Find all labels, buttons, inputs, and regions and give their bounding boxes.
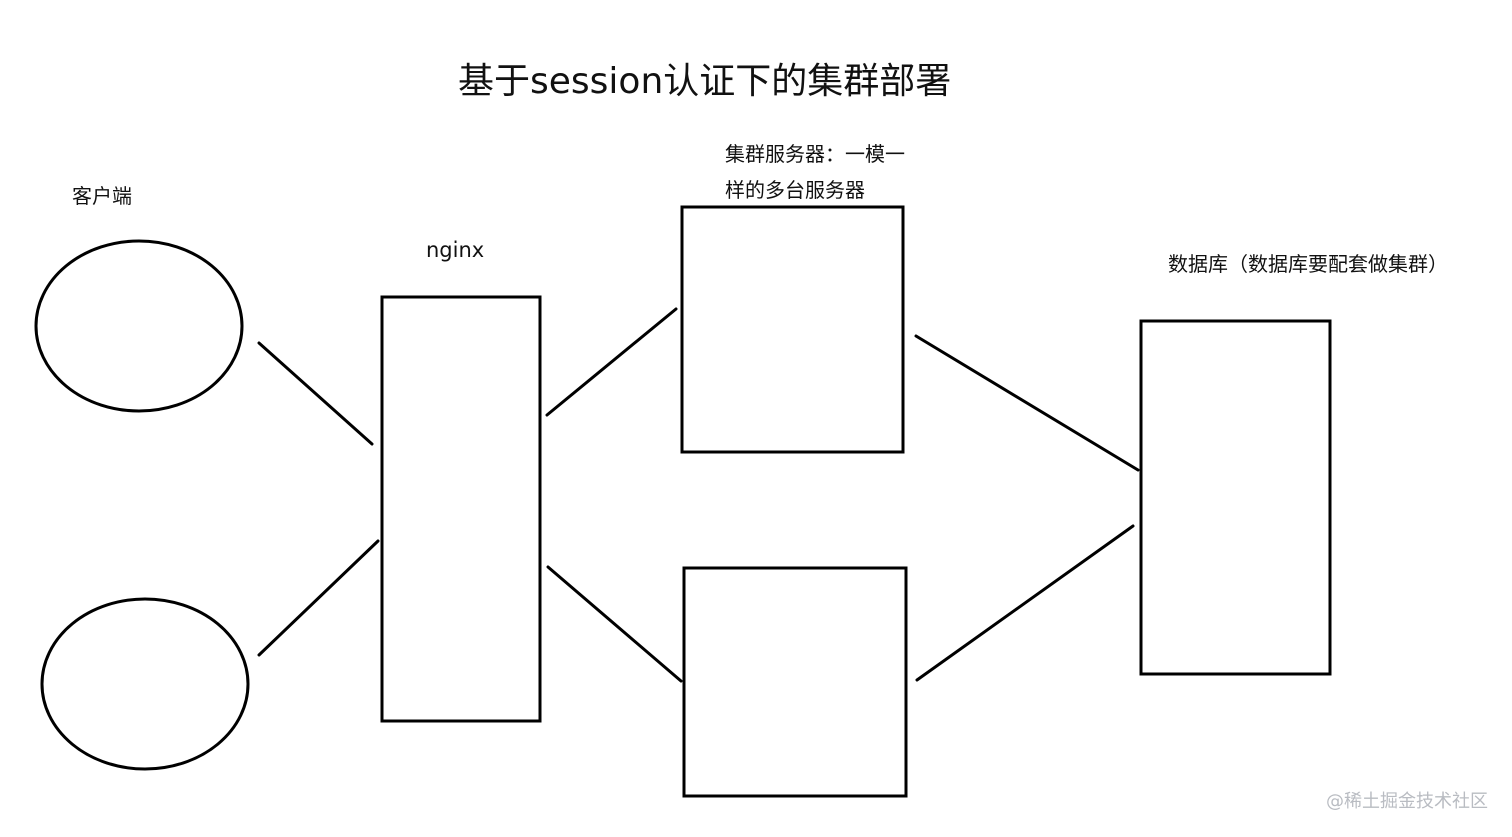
- connector-server1-database: [914, 334, 1140, 472]
- cluster-server-label-line-1: 集群服务器：一模一: [725, 142, 905, 166]
- connector-nginx-server1: [545, 307, 678, 417]
- server-node-2: [682, 566, 908, 798]
- connector-server2-database: [915, 524, 1135, 682]
- nginx-node: [380, 295, 542, 723]
- cluster-server-label: 集群服务器：一模一 样的多台服务器: [725, 136, 905, 208]
- client-node-2: [40, 597, 250, 771]
- diagram-title: 基于session认证下的集群部署: [458, 61, 952, 102]
- database-label: 数据库（数据库要配套做集群）: [1168, 252, 1448, 276]
- client-node-1: [34, 239, 244, 413]
- cluster-server-label-line-2: 样的多台服务器: [725, 178, 865, 202]
- server-node-1: [680, 205, 905, 454]
- connector-client1-nginx: [257, 341, 374, 446]
- nginx-label: nginx: [426, 238, 485, 262]
- client-label: 客户端: [72, 184, 132, 208]
- database-node: [1139, 319, 1332, 676]
- watermark: @稀土掘金技术社区: [1326, 791, 1488, 812]
- connector-nginx-server2: [546, 565, 683, 683]
- connector-client2-nginx: [257, 539, 380, 657]
